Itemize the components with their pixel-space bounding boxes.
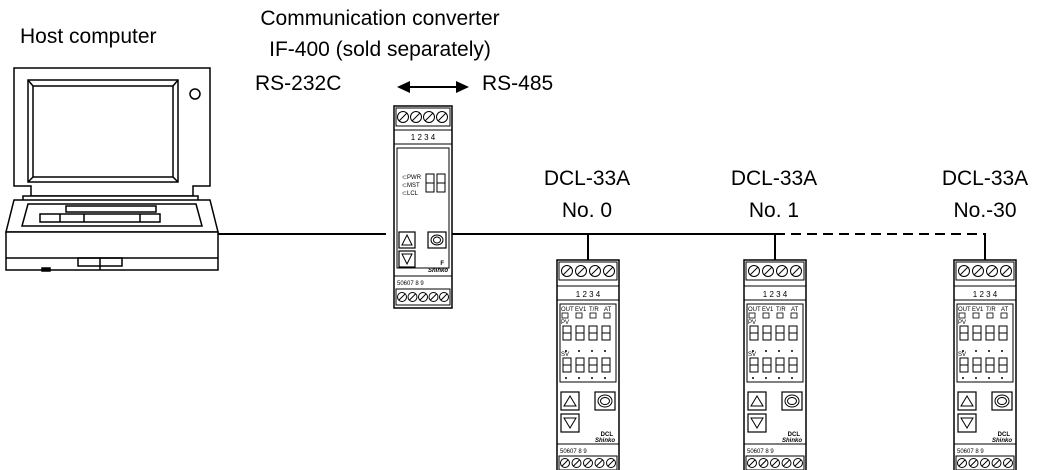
controller-0-pv: PV <box>561 320 569 326</box>
controller-1-logo: DCL <box>788 432 801 438</box>
controller-1-sv: SV <box>748 352 756 358</box>
controller-no-0: 1 2 3 4 OUT EV1 T/R AT PV SV DCL Shinko … <box>557 260 619 470</box>
controller-30-ind-out: OUT <box>958 307 971 313</box>
converter-digits <box>425 173 446 193</box>
controller-1-ind-ev1: EV1 <box>762 307 774 313</box>
converter-brand: Shinko <box>428 268 448 274</box>
controller-30-ind-at: AT <box>1001 307 1009 313</box>
converter-logo: F <box>440 261 444 267</box>
converter-title: Communication converter <box>260 7 500 30</box>
rs232c-label: RS-232C <box>255 72 342 95</box>
led-pwr: ⊂PWR <box>402 175 422 181</box>
controller-no-30: 1 2 3 4 OUT EV1 T/R AT PV SV DCL Shinko … <box>954 260 1016 470</box>
controller-1-ind-out: OUT <box>748 307 761 313</box>
converter-mode-key[interactable] <box>427 231 447 249</box>
controller-0-ind-ev1: EV1 <box>575 307 587 313</box>
controller-0-sv: SV <box>561 352 569 358</box>
controller-1-ind-at: AT <box>791 307 799 313</box>
converter-model: IF-400 (sold separately) <box>269 38 491 61</box>
controller-30-model: DCL-33A <box>941 167 1029 190</box>
controller-30-terminal-bottom: 50607 8 9 <box>957 449 984 455</box>
controller-0-model: DCL-33A <box>543 167 631 190</box>
controller-30-number: No.-30 <box>953 199 1017 222</box>
controller-0-ind-at: AT <box>604 307 612 313</box>
converter-terminal-top: 1 2 3 4 <box>411 133 436 142</box>
controller-1-terminal-bottom: 50607 8 9 <box>747 449 774 455</box>
controller-1-brand: Shinko <box>782 438 802 444</box>
controller-0-terminal-bottom: 50607 8 9 <box>560 449 587 455</box>
controller-0-terminal-top: 1 2 3 4 <box>576 290 601 299</box>
controller-30-logo: DCL <box>998 432 1011 438</box>
rs485-label: RS-485 <box>482 72 554 95</box>
controller-0-brand: Shinko <box>595 438 615 444</box>
controller-0-logo: DCL <box>601 432 614 438</box>
controller-1-pv: PV <box>748 320 756 326</box>
controller-1-model: DCL-33A <box>730 167 818 190</box>
led-lcl: ⊂LCL <box>402 191 419 197</box>
controller-1-terminal-top: 1 2 3 4 <box>763 290 788 299</box>
controller-30-ind-tr: T/R <box>986 307 996 313</box>
controller-1-ind-tr: T/R <box>776 307 786 313</box>
controller-30-terminal-top: 1 2 3 4 <box>973 290 998 299</box>
host-computer-label: Host computer <box>20 25 157 48</box>
led-mst: ⊂MST <box>402 183 420 189</box>
converter-device: 1 2 3 4 ⊂PWR ⊂MST ⊂LCL F Shinko 50607 8 … <box>393 105 453 309</box>
controller-0-ind-tr: T/R <box>589 307 599 313</box>
controller-30-ind-ev1: EV1 <box>972 307 984 313</box>
controller-0-number: No. 0 <box>561 199 613 222</box>
double-arrow-icon <box>397 81 469 93</box>
laptop-icon <box>5 67 219 272</box>
controller-1-number: No. 1 <box>748 199 800 222</box>
controller-0-ind-out: OUT <box>561 307 574 313</box>
controller-no-1: 1 2 3 4 OUT EV1 T/R AT PV SV DCL Shinko … <box>744 260 806 470</box>
controller-30-brand: Shinko <box>992 438 1012 444</box>
converter-terminal-bottom: 50607 8 9 <box>397 281 424 287</box>
controller-30-sv: SV <box>958 352 966 358</box>
controller-30-pv: PV <box>958 320 966 326</box>
